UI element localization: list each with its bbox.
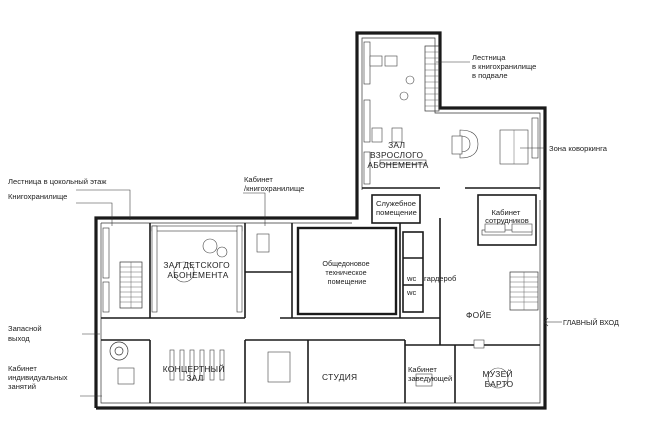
label-stair-ground: Лестница в цокольный этаж bbox=[8, 177, 107, 186]
label-studio: СТУДИЯ bbox=[322, 372, 357, 382]
label-staff-office: Кабинет сотрудников bbox=[485, 208, 529, 225]
label-wc-1: wc bbox=[406, 274, 416, 283]
label-stair-basement: Лестница в книгохранилище в подвале bbox=[472, 53, 539, 80]
technical-room-walls bbox=[296, 226, 398, 316]
stair-main-entrance bbox=[509, 271, 539, 311]
label-museum: МУЗЕЙ БАРТО bbox=[483, 368, 516, 389]
label-wc-2: wc bbox=[406, 288, 416, 297]
stair-basement bbox=[424, 45, 440, 112]
label-coworking: Зона коворкинга bbox=[549, 144, 608, 153]
furniture bbox=[109, 55, 533, 389]
label-wardrobe: гардероб bbox=[424, 274, 457, 283]
internal-walls bbox=[101, 187, 540, 403]
label-head-office: Кабинет заведующей bbox=[408, 365, 452, 383]
bookshelves bbox=[102, 41, 539, 313]
label-office-storage: Кабинет /книгохранилище bbox=[244, 175, 304, 193]
label-foyer: ФОЙЕ bbox=[466, 309, 492, 320]
label-emergency-exit: Запасной выход bbox=[8, 324, 44, 343]
label-book-storage: Книгохранилище bbox=[8, 192, 67, 201]
leader-lines bbox=[76, 61, 562, 397]
label-concert-hall: КОНЦЕРТНЫЙ ЗАЛ bbox=[163, 363, 228, 383]
label-service-room: Служебное помещение bbox=[376, 199, 418, 217]
label-children-hall: ЗАЛ ДЕТСКОГО АБОНЕМЕНТА bbox=[163, 260, 232, 280]
label-individual-office: Кабинет индивидуальных занятий bbox=[8, 364, 70, 391]
labels: Лестница в книгохранилище в подвале Зона… bbox=[8, 53, 619, 391]
label-technical-room: Общедоновое техническое помещение bbox=[322, 259, 371, 286]
outer-walls bbox=[94, 31, 547, 410]
label-adult-hall: ЗАЛ ВЗРОСЛОГО АБОНЕМЕНТА bbox=[367, 140, 428, 170]
stair-ground-floor bbox=[119, 261, 143, 309]
label-main-entrance: ГЛАВНЫЙ ВХОД bbox=[563, 318, 619, 327]
